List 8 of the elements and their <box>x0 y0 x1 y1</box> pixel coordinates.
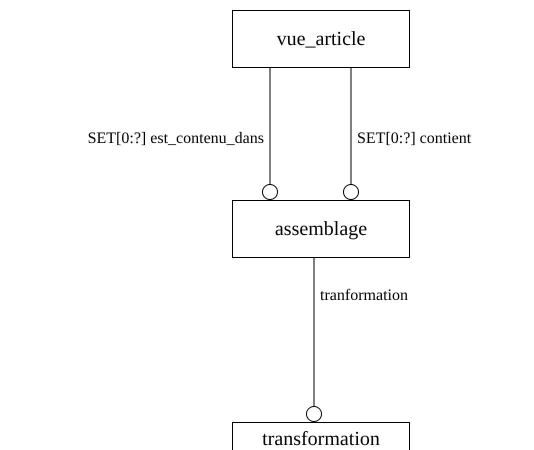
connector <box>306 258 322 422</box>
edge-label: SET[0:?] est_contenu_dans <box>88 130 264 148</box>
entity-name: assemblage <box>274 218 368 240</box>
connector <box>262 68 278 200</box>
entity-name: transformation <box>262 428 380 450</box>
entity-name: vue_article <box>276 28 366 50</box>
connector <box>343 68 359 200</box>
edge-label: SET[0:?] contient <box>357 130 472 148</box>
